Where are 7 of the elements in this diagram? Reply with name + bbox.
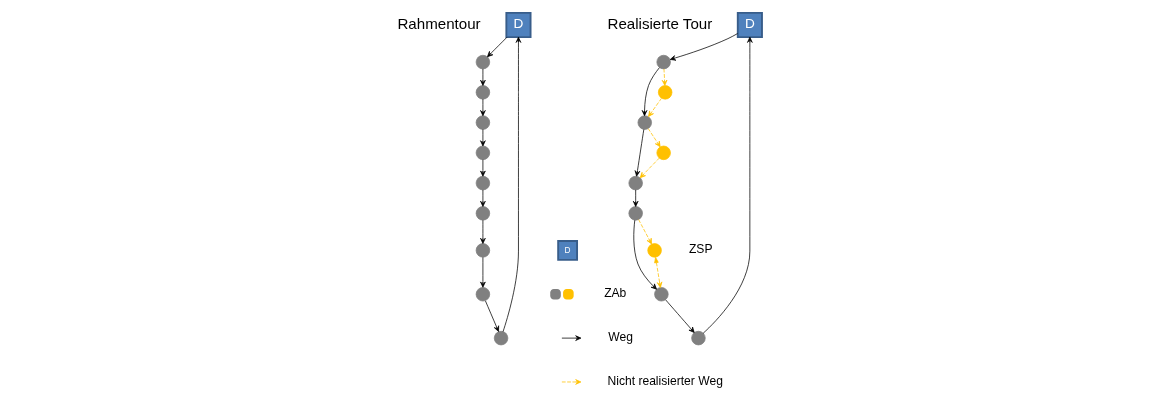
label: Realisierte Tour (607, 14, 712, 32)
legend-label: ZSP (688, 242, 712, 257)
legend-label: Nicht realisierter Weg (606, 373, 723, 388)
legend-label: Weg (607, 329, 633, 344)
label: D (564, 244, 571, 255)
legend-label: ZAb (603, 286, 626, 301)
label: Rahmentour (396, 14, 481, 32)
